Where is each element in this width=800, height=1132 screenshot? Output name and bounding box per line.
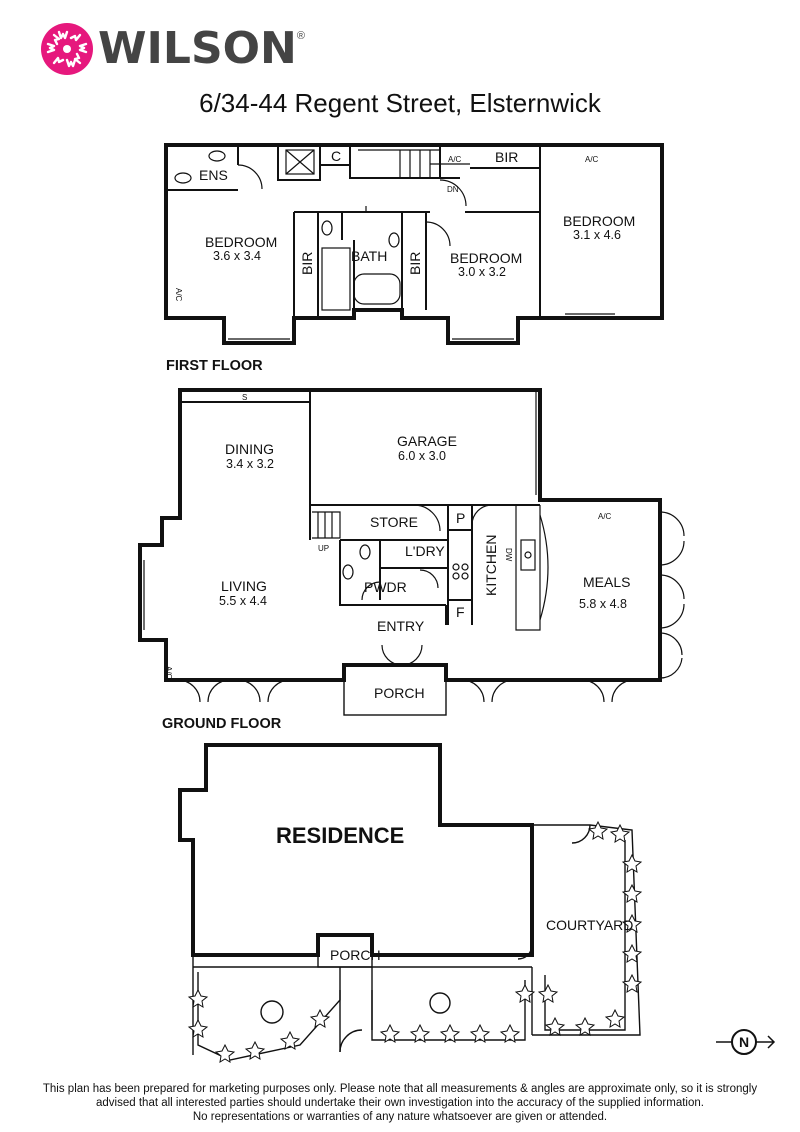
room-living: LIVING: [221, 578, 267, 594]
room-bedroom-1: BEDROOM: [205, 234, 277, 250]
ac-unit-1: A/C: [448, 155, 462, 164]
site-residence: RESIDENCE: [276, 823, 404, 848]
ac-unit-ground-2: A/C: [164, 666, 173, 680]
ground-floor-labels: S DINING 3.4 x 3.2 GARAGE 6.0 x 3.0 STOR…: [162, 393, 630, 732]
room-bedroom-3: BEDROOM: [563, 213, 635, 229]
room-dining-size: 3.4 x 3.2: [226, 457, 274, 471]
room-kitchen: KITCHEN: [483, 535, 499, 596]
room-bedroom-3-size: 3.1 x 4.6: [573, 228, 621, 242]
dishwasher: DW: [504, 548, 513, 562]
room-bir-top: BIR: [495, 149, 518, 165]
room-bir-right: BIR: [407, 252, 423, 275]
first-floor-title: FIRST FLOOR: [166, 358, 263, 374]
disclaimer-line-1: This plan has been prepared for marketin…: [42, 1083, 758, 1095]
ac-unit-2: A/C: [585, 155, 599, 164]
room-living-size: 5.5 x 4.4: [219, 594, 267, 608]
room-pantry: P: [456, 510, 465, 526]
disclaimer: This plan has been prepared for marketin…: [20, 1082, 780, 1124]
room-bath: BATH: [351, 248, 387, 264]
room-laundry: L'DRY: [405, 543, 445, 559]
room-dining: DINING: [225, 441, 274, 457]
brand-logo: WILSON ®: [40, 22, 305, 76]
ground-floor-plan: [138, 388, 685, 716]
room-bir-left: BIR: [299, 252, 315, 275]
stair-down: DN: [447, 185, 459, 194]
room-meals: MEALS: [583, 574, 630, 590]
north-arrow-icon: N: [716, 1029, 776, 1055]
north-label: N: [739, 1034, 749, 1050]
first-floor-plan: [164, 143, 664, 345]
room-garage: GARAGE: [397, 433, 457, 449]
room-cupboard: C: [331, 148, 341, 164]
shelf-s: S: [242, 393, 247, 402]
ac-unit-3: A/C: [174, 288, 183, 302]
room-ens: ENS: [199, 167, 228, 183]
room-bedroom-2-size: 3.0 x 3.2: [458, 265, 506, 279]
site-labels: RESIDENCE COURTYARD PORCH: [276, 823, 633, 963]
room-powder: PWDR: [364, 579, 407, 595]
room-entry: ENTRY: [377, 618, 425, 634]
ground-floor-title: GROUND FLOOR: [162, 716, 282, 732]
disclaimer-line-3: No representations or warranties of any …: [192, 1111, 608, 1123]
room-store: STORE: [370, 514, 418, 530]
first-floor-labels: ENS C BIR A/C A/C DN A/C BEDROOM 3.6 x 3…: [166, 148, 635, 374]
site-courtyard: COURTYARD: [546, 917, 633, 933]
wilson-logo-icon: [41, 23, 93, 75]
stair-up: UP: [318, 544, 329, 553]
site-plan: [178, 743, 643, 1063]
room-porch: PORCH: [374, 685, 425, 701]
site-porch: PORCH: [330, 947, 381, 963]
brand-name: WILSON: [98, 23, 297, 74]
residence-outline: [178, 743, 534, 957]
room-garage-size: 6.0 x 3.0: [398, 449, 446, 463]
room-bedroom-1-size: 3.6 x 3.4: [213, 249, 261, 263]
room-fridge: F: [456, 604, 465, 620]
room-meals-size: 5.8 x 4.8: [579, 597, 627, 611]
registered-mark: ®: [296, 30, 305, 42]
garden-plants-icon: [187, 820, 643, 1063]
disclaimer-line-2: advised that all interested parties shou…: [96, 1097, 704, 1109]
ac-unit-ground-1: A/C: [598, 512, 612, 521]
room-bedroom-2: BEDROOM: [450, 250, 522, 266]
property-address: 6/34-44 Regent Street, Elsternwick: [199, 88, 601, 118]
